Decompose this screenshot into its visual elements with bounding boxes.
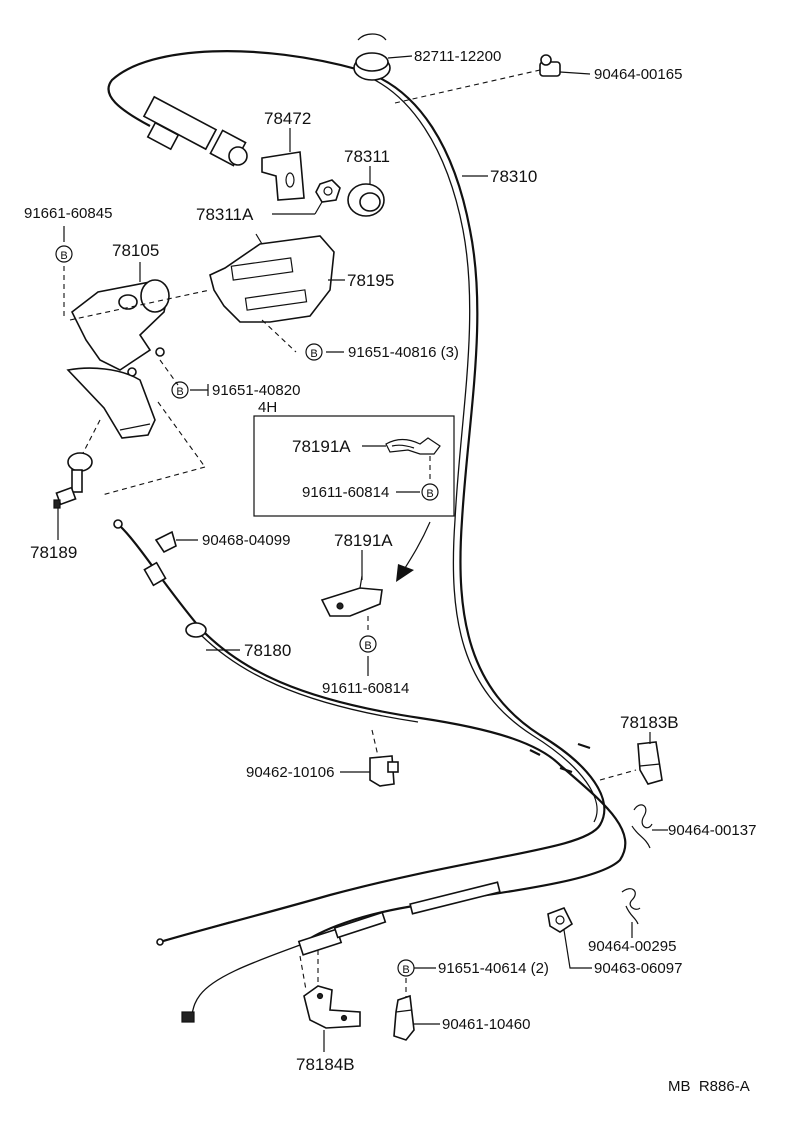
- inset-4h-box: [253, 415, 455, 517]
- label-90468-04099: 90468-04099: [202, 532, 290, 549]
- label-91661-60845: 91661-60845: [24, 205, 112, 222]
- dash-lever-cable-b: [101, 466, 206, 496]
- bolt-marker-text: B: [402, 964, 409, 976]
- clip-90462: [369, 755, 399, 787]
- label-78180: 78180: [244, 641, 291, 660]
- dash-90462: [371, 729, 379, 757]
- cable-rod-end: [156, 938, 164, 946]
- label-82711-12200: 82711-12200: [414, 48, 501, 65]
- label-90463-06097: 90463-06097: [594, 960, 682, 977]
- footer-code: MB R886-A: [668, 1078, 750, 1095]
- bolt-marker-91651-614: B: [397, 959, 415, 977]
- cable-end-tip: [181, 1011, 195, 1023]
- bolt-marker-91611-inset: B: [421, 483, 439, 501]
- label-90464-00295: 90464-00295: [588, 938, 676, 955]
- cable-break-a: [577, 742, 591, 750]
- clamp-82711: [353, 33, 391, 81]
- dash-90464-00165: [394, 69, 541, 104]
- release-lever: [66, 367, 156, 439]
- arrow-head: [396, 564, 414, 582]
- label-91611-60814: 91611-60814: [322, 680, 409, 697]
- label-91651-40614: 91651-40614 (2): [438, 960, 549, 977]
- cable-78180: [117, 523, 627, 946]
- bracket-78195: [209, 233, 335, 323]
- label-90464-00165: 90464-00165: [594, 66, 682, 83]
- label-78105: 78105: [112, 241, 159, 260]
- handle-top-assembly: [142, 95, 248, 167]
- bolt-marker-91651-820: B: [171, 381, 189, 399]
- lever-bracket-78105: [70, 279, 170, 377]
- label-78472: 78472: [264, 109, 311, 128]
- leader-90464-00165: [559, 71, 591, 75]
- cable-78310-inner: [355, 71, 598, 823]
- label-91611-60814-inset: 91611-60814: [302, 484, 389, 501]
- label-78311A: 78311A: [196, 205, 254, 224]
- label-78183B: 78183B: [620, 713, 679, 732]
- label-90464-00137: 90464-00137: [668, 822, 756, 839]
- bracket-78183B: [637, 741, 663, 785]
- dash-78184B-b: [299, 955, 307, 991]
- bolt-marker-91651-816: B: [305, 343, 323, 361]
- dash-78105-78195: [69, 289, 211, 321]
- cable-lower-end: [187, 944, 301, 1019]
- leader-82711: [387, 55, 413, 59]
- cable-78180-inner: [195, 629, 419, 723]
- clip-90464-00165: [539, 54, 561, 77]
- cable-78310: [107, 50, 606, 944]
- label-78195: 78195: [347, 271, 394, 290]
- bracket-78472: [261, 151, 305, 201]
- bolt-marker-text: B: [176, 386, 183, 398]
- cable-break-c: [529, 749, 541, 756]
- clip-78191A: [320, 575, 383, 617]
- clip-90464-00137: [631, 804, 653, 849]
- clip-78191A-inset: [385, 437, 441, 455]
- bolt-marker-text: B: [426, 488, 433, 500]
- label-78310: 78310: [490, 167, 537, 186]
- label-90462-10106: 90462-10106: [246, 764, 334, 781]
- label-78184B: 78184B: [296, 1055, 355, 1074]
- clip-90463: [547, 906, 574, 933]
- label-91651-40820: 91651-40820: [212, 382, 300, 399]
- cable-sleeve-lower: [333, 911, 387, 939]
- bracket-90461: [393, 994, 415, 1041]
- bolt-marker-text: B: [60, 250, 67, 262]
- label-4h: 4H: [258, 399, 277, 416]
- cable-rod: [159, 921, 231, 943]
- label-78311: 78311: [344, 147, 390, 166]
- cable-78180-end: [113, 519, 123, 529]
- dash-78189: [81, 419, 101, 456]
- dash-78183B: [599, 769, 637, 781]
- bolt-marker-91611: B: [359, 635, 377, 653]
- bracket-78184B: [303, 985, 361, 1029]
- cable-sleeve-mid: [409, 881, 501, 915]
- clip-90464-00295: [621, 888, 641, 925]
- label-78191A-inset: 78191A: [292, 437, 351, 456]
- bolt-marker-text: B: [310, 348, 317, 360]
- leader-78311A-b: [314, 201, 323, 215]
- label-90461-10460: 90461-10460: [442, 1016, 530, 1033]
- knob-78189: [53, 452, 93, 509]
- grommet-78311: [347, 183, 385, 217]
- nut-78311A: [315, 179, 341, 203]
- bolt-marker-text: B: [364, 640, 371, 652]
- leader-90463: [563, 929, 592, 969]
- label-91651-40816: 91651-40816 (3): [348, 344, 459, 361]
- cable-78180-grommet: [185, 622, 207, 638]
- label-78189: 78189: [30, 543, 77, 562]
- bolt-marker-91661: B: [55, 245, 73, 263]
- cable-break-b: [559, 766, 573, 774]
- clip-90468: [143, 530, 177, 587]
- dash-lever-cable-a: [157, 401, 206, 468]
- dash-91651-816: [261, 319, 297, 353]
- dash-91651-820-a: [159, 359, 179, 386]
- label-78191A: 78191A: [334, 531, 393, 550]
